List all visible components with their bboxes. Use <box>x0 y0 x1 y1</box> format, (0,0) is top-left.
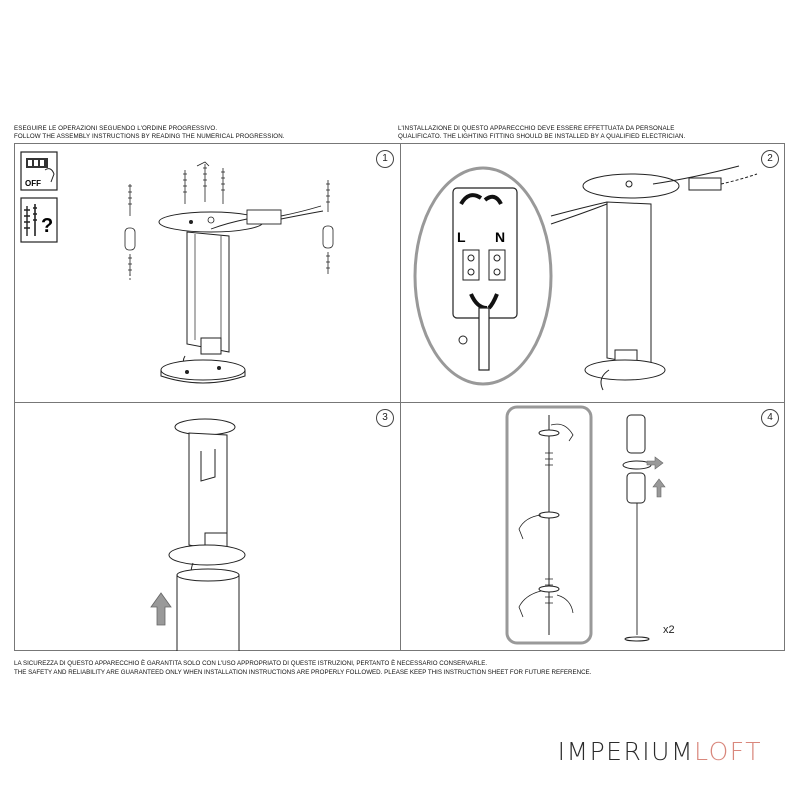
power-switch-icon: OFF <box>20 151 58 191</box>
step-2-illustration: L N <box>413 165 758 391</box>
step-4-illustration: x2 <box>505 405 675 645</box>
header-right: L'INSTALLAZIONE DI QUESTO APPARECCHIO DE… <box>398 125 685 141</box>
tools-question-label: ? <box>41 215 53 237</box>
header-left: ESEGUIRE LE OPERAZIONI SEGUENDO L'ORDINE… <box>14 125 285 141</box>
terminal-connector <box>210 205 324 230</box>
header-right-line2: QUALIFICATO. THE LIGHTING FITTING SHOULD… <box>398 133 686 140</box>
header-left-line1: ESEGUIRE LE OPERAZIONI SEGUENDO L'ORDINE… <box>14 125 218 132</box>
quantity-label: x2 <box>663 624 675 636</box>
arrow-up-icon <box>150 592 172 626</box>
ceiling-screws <box>183 161 225 204</box>
switch-off-label: OFF <box>25 179 41 188</box>
step-4-number: 4 <box>761 409 779 427</box>
arrow-right-small-icon <box>646 456 664 470</box>
step-2-number: 2 <box>761 150 779 168</box>
terminal-n-label: N <box>495 229 505 245</box>
header-right-line1: L'INSTALLAZIONE DI QUESTO APPARECCHIO DE… <box>398 125 675 132</box>
step-2-panel: L N <box>401 144 785 402</box>
canopy-plate <box>160 359 246 381</box>
tools-icon: ? <box>20 197 58 243</box>
cable-adjust-detail <box>505 405 593 645</box>
brand-logo: IMPERIUMLOFT <box>558 737 762 766</box>
footer-line1: LA SICUREZZA DI QUESTO APPARECCHIO È GAR… <box>14 660 488 667</box>
mounting-bracket <box>182 231 230 371</box>
step-1-illustration: OFF ? <box>20 151 334 384</box>
step-3-illustration <box>150 418 246 651</box>
fixture-body <box>168 418 246 586</box>
step-3-number: 3 <box>376 409 394 427</box>
brand-part1: IMPERIUM <box>557 737 695 766</box>
brand-part2: LOFT <box>694 737 762 766</box>
header-left-line2: FOLLOW THE ASSEMBLY INSTRUCTIONS BY READ… <box>14 133 285 140</box>
grid-divider-vertical <box>400 144 401 650</box>
step-1-panel: OFF ? <box>15 144 400 402</box>
step-1-number: 1 <box>376 150 394 168</box>
footer-line2: THE SAFETY AND RELIABILITY ARE GUARANTEE… <box>14 669 592 676</box>
pendant-canopy <box>622 414 652 642</box>
bracket-assembly <box>550 165 758 391</box>
right-screw-dowel <box>322 180 334 274</box>
step-4-panel: x2 4 <box>401 403 785 651</box>
pendant-shade <box>176 568 240 651</box>
wiring-zoom-detail: L N <box>413 166 553 386</box>
terminal-l-label: L <box>457 229 466 245</box>
grid-divider-horizontal <box>15 402 784 403</box>
footer-notice: LA SICUREZZA DI QUESTO APPARECCHIO È GAR… <box>14 659 591 677</box>
instruction-grid: OFF ? <box>14 143 785 651</box>
left-screw-dowel <box>124 184 136 280</box>
arrow-up-small-icon <box>652 478 666 498</box>
step-3-panel: 3 <box>15 403 400 651</box>
